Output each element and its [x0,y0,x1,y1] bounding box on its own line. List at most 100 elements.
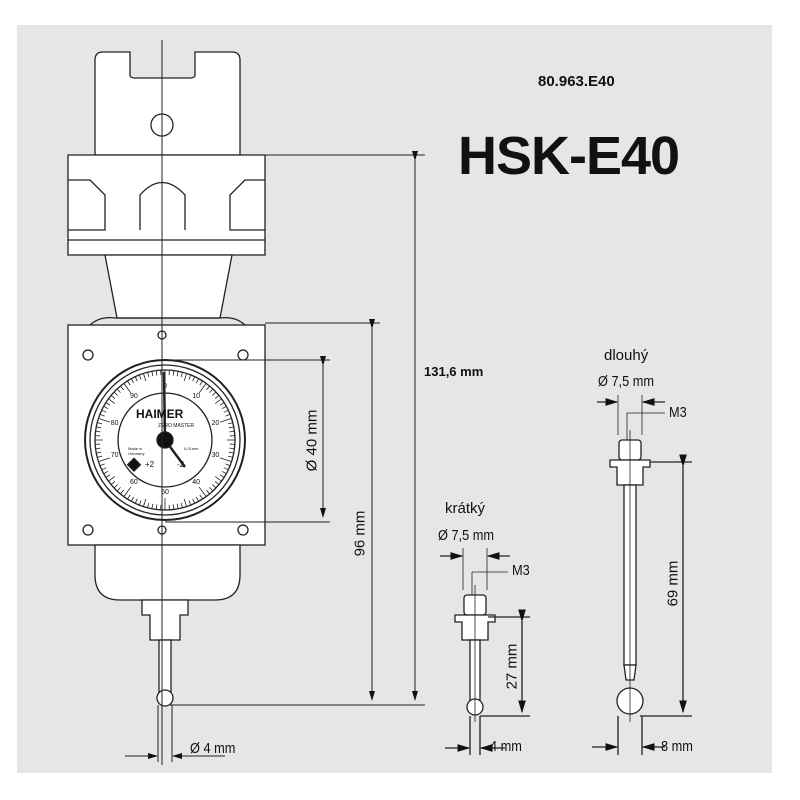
dial-tick [96,451,102,454]
dial-model: ZERO MASTER [158,423,195,429]
long-stylus-ball: 8 mm [661,738,693,755]
short-stylus-length: 27 mm [503,643,521,690]
dial-tick [120,489,124,495]
dial-tick [214,476,222,482]
dial-tick [219,474,225,478]
dial-number: 20 [211,419,220,427]
dial-tick [209,388,214,393]
dial-tick [219,402,225,406]
dial-tick [227,422,233,425]
dial-tick [180,502,183,508]
dial-tick [110,395,116,399]
dial-tick [96,426,102,429]
dial-number: 40 [192,478,201,486]
dial-tick [113,391,118,396]
dial-tick [99,413,105,417]
dial-tick [108,398,116,404]
dial-number: 50 [161,489,169,496]
dial-tick [98,457,110,463]
dial-tick [221,470,227,475]
dial-tick [95,447,101,450]
dial-number: 60 [129,478,138,486]
dial-tick [212,484,217,489]
dial-tick [214,395,220,399]
dial-number: 90 [129,393,138,401]
dial-tick [134,498,138,504]
body-height-label: 96 mm [351,510,369,557]
overall-length-label: 131,6 mm [424,364,484,379]
dial-tick [172,504,175,510]
dial-tick [195,496,200,502]
dial-tick [206,385,210,391]
dial-tick [147,372,150,378]
dial-resolution: 0,01mm [184,446,199,451]
dial-tick [214,398,222,404]
dial-tick [172,370,175,376]
dial-tick [151,503,154,509]
dial-tick [138,374,142,380]
short-stylus-thread: M3 [512,562,530,579]
dial-tick [97,422,103,425]
dial-tick [188,374,192,380]
dial-number: 30 [211,452,220,460]
hsk-shank [94,51,241,156]
dial-brand: HAIMER [136,407,184,421]
dial-ticks [95,370,235,510]
dial-tick [209,487,214,492]
dial-tick [225,413,231,417]
dial-tick [228,451,234,454]
dial-tick [138,500,142,506]
dial-tick [229,430,235,433]
dial-tick [147,502,150,508]
dial-tick [116,487,121,492]
dial-tick [227,455,233,458]
short-stylus [440,548,530,755]
dial-tick [123,486,132,497]
long-stylus-thread: M3 [669,404,687,421]
dial-tick [223,409,229,413]
cone [104,254,233,319]
dial-number: 0 [163,383,167,390]
long-stylus-length: 69 mm [664,560,682,607]
dial-tick [220,457,232,463]
dial-tick [95,430,101,433]
dial-tick [183,498,188,507]
dial-tick [108,476,116,482]
dial-tick [110,481,116,485]
dimension-lines [125,151,425,762]
dial-number: 10 [192,393,201,401]
dial-tick [127,494,131,500]
dial-tick [155,370,158,376]
short-stylus-ball: 4 mm [490,738,522,755]
dial-tick [120,385,124,391]
dial-tick [103,470,109,475]
lower-body [94,544,241,707]
dial-tick [123,383,132,394]
dial-tick [176,503,179,509]
dial-tick [142,373,147,382]
dial-tick [176,371,179,377]
long-stylus-diameter: Ø 7,5 mm [598,373,654,390]
long-stylus-name: dlouhý [604,347,649,364]
dial-minus: -2 [177,460,185,469]
page-title: HSK-E40 [458,126,680,186]
dial-tick [130,378,135,384]
dial-number: 70 [110,452,119,460]
dial-tick [105,474,111,478]
dial-tick [155,504,158,510]
dial-tick [98,417,110,423]
dial-tick [105,402,111,406]
dial-tick [220,417,232,423]
dial-tick [195,378,200,384]
flange [67,154,266,256]
dial-tick [127,380,131,386]
dial-tick [151,371,154,377]
dial-tick [199,380,203,386]
dial-tick [188,500,192,506]
dial-tick [212,391,217,396]
dial-tick [101,409,107,413]
dial-tick [101,467,107,471]
dial-diameter-label: Ø 40 mm [303,409,321,472]
dial-tick [99,463,105,467]
